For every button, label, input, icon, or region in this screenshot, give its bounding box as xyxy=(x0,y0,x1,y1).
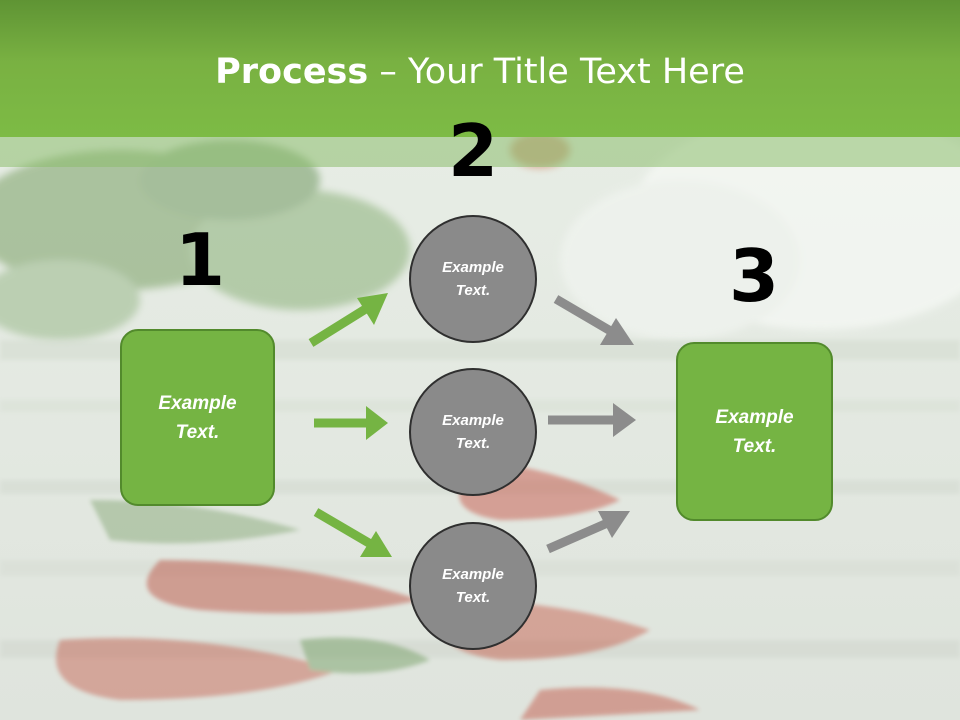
step-1-box: Example Text. xyxy=(120,329,275,506)
step-1-text: Example Text. xyxy=(158,392,237,443)
title-bar-fade xyxy=(0,137,960,167)
arrow-to-node-bottom xyxy=(313,508,392,557)
arrow-from-node-top xyxy=(553,295,634,345)
node-middle-text: Example Text. xyxy=(442,412,504,452)
arrow-from-node-bottom xyxy=(546,511,630,554)
node-top-text: Example Text. xyxy=(442,259,504,299)
step-3-box: Example Text. xyxy=(676,342,833,521)
step-3-text: Example Text. xyxy=(715,406,794,457)
arrow-from-node-middle xyxy=(548,403,636,437)
arrow-to-node-middle xyxy=(314,406,388,440)
node-bottom-text: Example Text. xyxy=(442,566,504,606)
step-2-node-bottom: Example Text. xyxy=(409,522,537,650)
arrow-to-node-top xyxy=(308,293,388,347)
title-bold: Process xyxy=(215,52,369,92)
slide-title: Process – Your Title Text Here xyxy=(0,52,960,92)
step-2-node-top: Example Text. xyxy=(409,215,537,343)
title-rest: – Your Title Text Here xyxy=(368,52,745,92)
step-2-number: 2 xyxy=(447,109,499,193)
step-2-node-middle: Example Text. xyxy=(409,368,537,496)
step-3-number: 3 xyxy=(728,234,780,318)
title-bar xyxy=(0,0,960,137)
step-1-number: 1 xyxy=(174,218,226,302)
